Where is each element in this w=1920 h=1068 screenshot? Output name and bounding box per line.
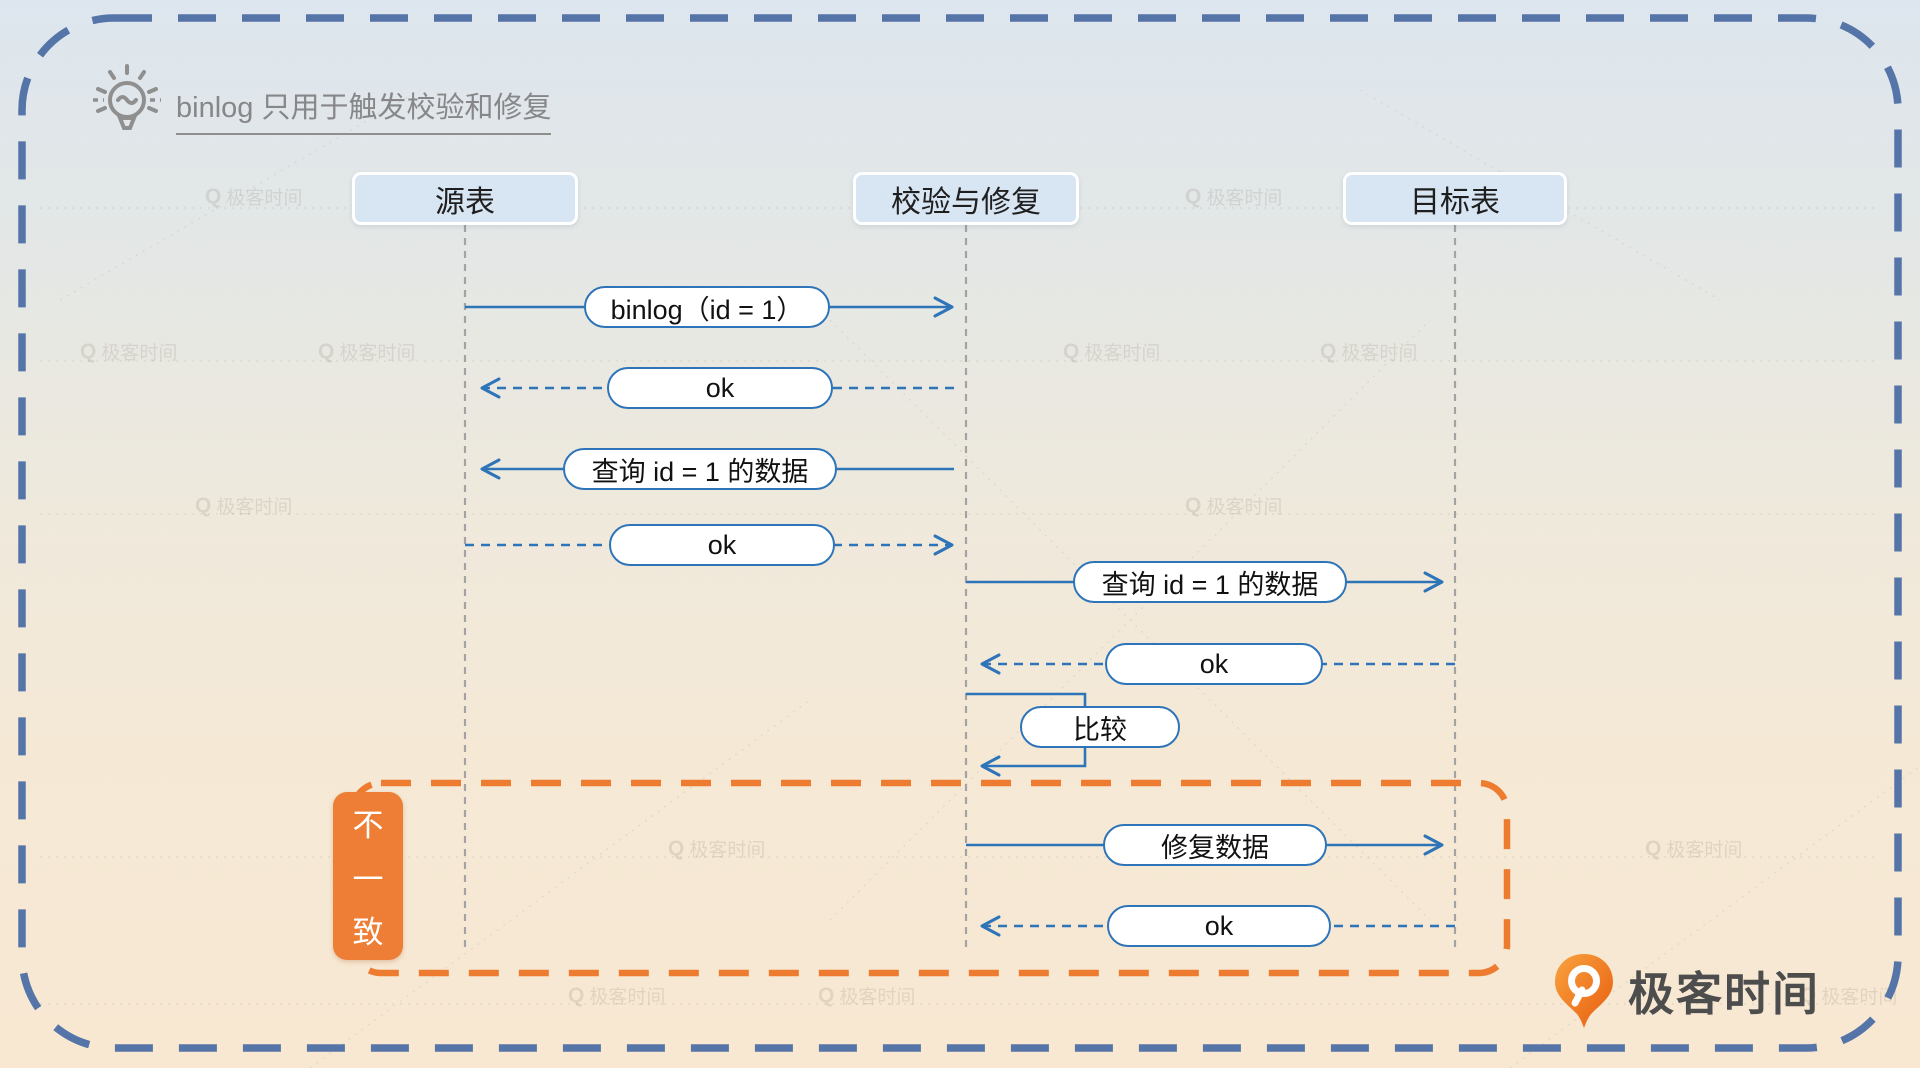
geektime-pin-icon xyxy=(1555,954,1613,1028)
lightbulb-icon xyxy=(93,64,161,130)
actor-verify-repair: 校验与修复 xyxy=(853,172,1079,225)
actor-target-table: 目标表 xyxy=(1343,172,1567,225)
message-label: ok xyxy=(1199,648,1229,679)
brand-name: 极客时间 xyxy=(1628,968,1820,1020)
badge-char: 一 xyxy=(352,861,384,897)
message-compare: 比较 xyxy=(1020,706,1180,748)
diagram-title: binlog 只用于触发校验和修复 xyxy=(176,84,552,135)
message-binlog: binlog（id = 1） xyxy=(584,286,830,328)
message-label: 比较 xyxy=(1073,714,1127,745)
message-label: 修复数据 xyxy=(1161,832,1269,863)
message-query-source: 查询 id = 1 的数据 xyxy=(563,448,837,490)
inconsistent-badge: 不 一 致 xyxy=(333,792,403,960)
message-label: 查询 id = 1 的数据 xyxy=(591,456,809,487)
badge-char: 不 xyxy=(352,808,384,844)
message-repair-data: 修复数据 xyxy=(1103,824,1327,866)
message-label: 查询 id = 1 的数据 xyxy=(1101,569,1319,600)
outer-dashed-border xyxy=(18,14,1902,1052)
actor-label: 校验与修复 xyxy=(891,185,1041,219)
brand-logo: 极客时间 xyxy=(1552,952,1820,1030)
message-label: ok xyxy=(707,529,737,560)
diagram-title-block: binlog 只用于触发校验和修复 xyxy=(92,58,552,144)
message-query-target: 查询 id = 1 的数据 xyxy=(1073,561,1347,603)
message-ok-2: ok xyxy=(609,524,835,566)
actor-label: 目标表 xyxy=(1410,185,1500,219)
badge-char: 致 xyxy=(352,914,384,950)
message-label: binlog（id = 1） xyxy=(610,294,804,325)
actor-label: 源表 xyxy=(435,185,495,219)
message-label: ok xyxy=(705,372,735,403)
message-ok-3: ok xyxy=(1105,643,1323,685)
message-ok-4: ok xyxy=(1107,905,1331,947)
actor-source-table: 源表 xyxy=(352,172,578,225)
lifelines xyxy=(463,225,1457,950)
message-label: ok xyxy=(1204,910,1234,941)
message-ok-1: ok xyxy=(607,367,833,409)
